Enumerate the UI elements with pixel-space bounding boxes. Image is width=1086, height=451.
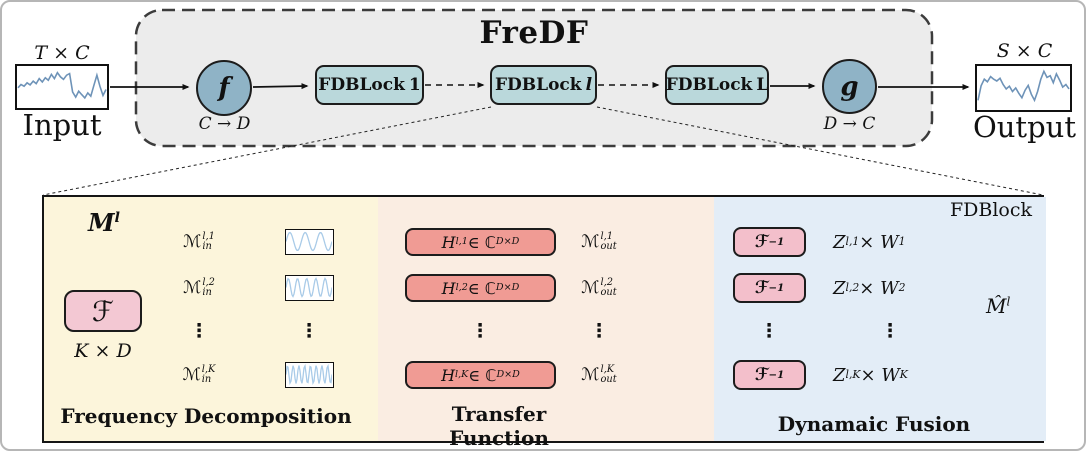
latent-input-math: Ml bbox=[87, 208, 121, 237]
output-dims-label: S × C bbox=[996, 40, 1053, 62]
waveform-mid-freq bbox=[285, 275, 334, 301]
waveform-low-freq-icon bbox=[285, 231, 333, 252]
modes-ellipsis: ⋮ bbox=[189, 320, 209, 342]
inverse-ellipsis: ⋮ bbox=[759, 320, 779, 342]
filters-ellipsis: ⋮ bbox=[470, 320, 490, 342]
fdblock-detail-box bbox=[42, 195, 1046, 443]
figure-title: FreDF bbox=[479, 15, 589, 51]
encoder-f-mapping: C → D bbox=[198, 114, 251, 134]
dynamic-fusion-label: Dynamaic Fusion bbox=[777, 412, 971, 436]
output-timeseries-line bbox=[977, 69, 1070, 103]
waveform-low-freq bbox=[285, 229, 334, 255]
input-timeseries-thumbnail bbox=[15, 64, 109, 110]
inverse-fourier-box-1: ℱ−1 bbox=[733, 227, 806, 257]
output-label: Output bbox=[972, 110, 1076, 144]
terms-ellipsis: ⋮ bbox=[880, 320, 900, 342]
fdblock-l-name: FDBLock bbox=[494, 75, 582, 95]
fdblock-L-name: FDBLock bbox=[665, 75, 753, 95]
fdblock-l-index: l bbox=[585, 75, 593, 95]
fdblock-1-index: 1 bbox=[408, 75, 421, 95]
waveform-ellipsis: ⋮ bbox=[299, 320, 319, 342]
encoder-f-node: f bbox=[196, 60, 252, 116]
waveform-mid-freq-icon bbox=[285, 277, 333, 298]
decoder-g-mapping: D → C bbox=[823, 114, 876, 134]
frequency-decomposition-label: Frequency Decomposition bbox=[60, 404, 352, 428]
arrow-f-to-block1 bbox=[252, 83, 309, 90]
input-dims-label: T × C bbox=[34, 42, 90, 64]
transfer-function-label: Transfer Function bbox=[449, 402, 549, 450]
input-timeseries-line bbox=[17, 71, 107, 100]
inverse-fourier-box-2: ℱ−1 bbox=[733, 273, 806, 303]
decoder-g-node: g bbox=[822, 59, 877, 114]
fdblock-1: FDBLock 1 bbox=[315, 65, 424, 105]
fourier-transform-box: ℱ bbox=[64, 290, 142, 332]
waveform-high-freq-icon bbox=[285, 363, 333, 386]
fdblock-corner-title: FDBlock bbox=[949, 199, 1032, 221]
fdblock-1-name: FDBLock bbox=[318, 75, 405, 95]
fdblock-L-index: L bbox=[756, 75, 769, 95]
fdblock-l: FDBLock l bbox=[490, 65, 597, 105]
decomposition-dims: K × D bbox=[74, 340, 132, 362]
waveform-high-freq bbox=[285, 362, 334, 388]
outputs-ellipsis: ⋮ bbox=[589, 320, 609, 342]
inverse-fourier-box-K: ℱ−1 bbox=[733, 360, 806, 390]
output-timeseries-thumbnail bbox=[975, 64, 1072, 112]
fusion-result-math: M̂l bbox=[986, 294, 1011, 318]
fdblock-L: FDBLock L bbox=[665, 65, 769, 105]
input-label: Input bbox=[22, 108, 102, 142]
